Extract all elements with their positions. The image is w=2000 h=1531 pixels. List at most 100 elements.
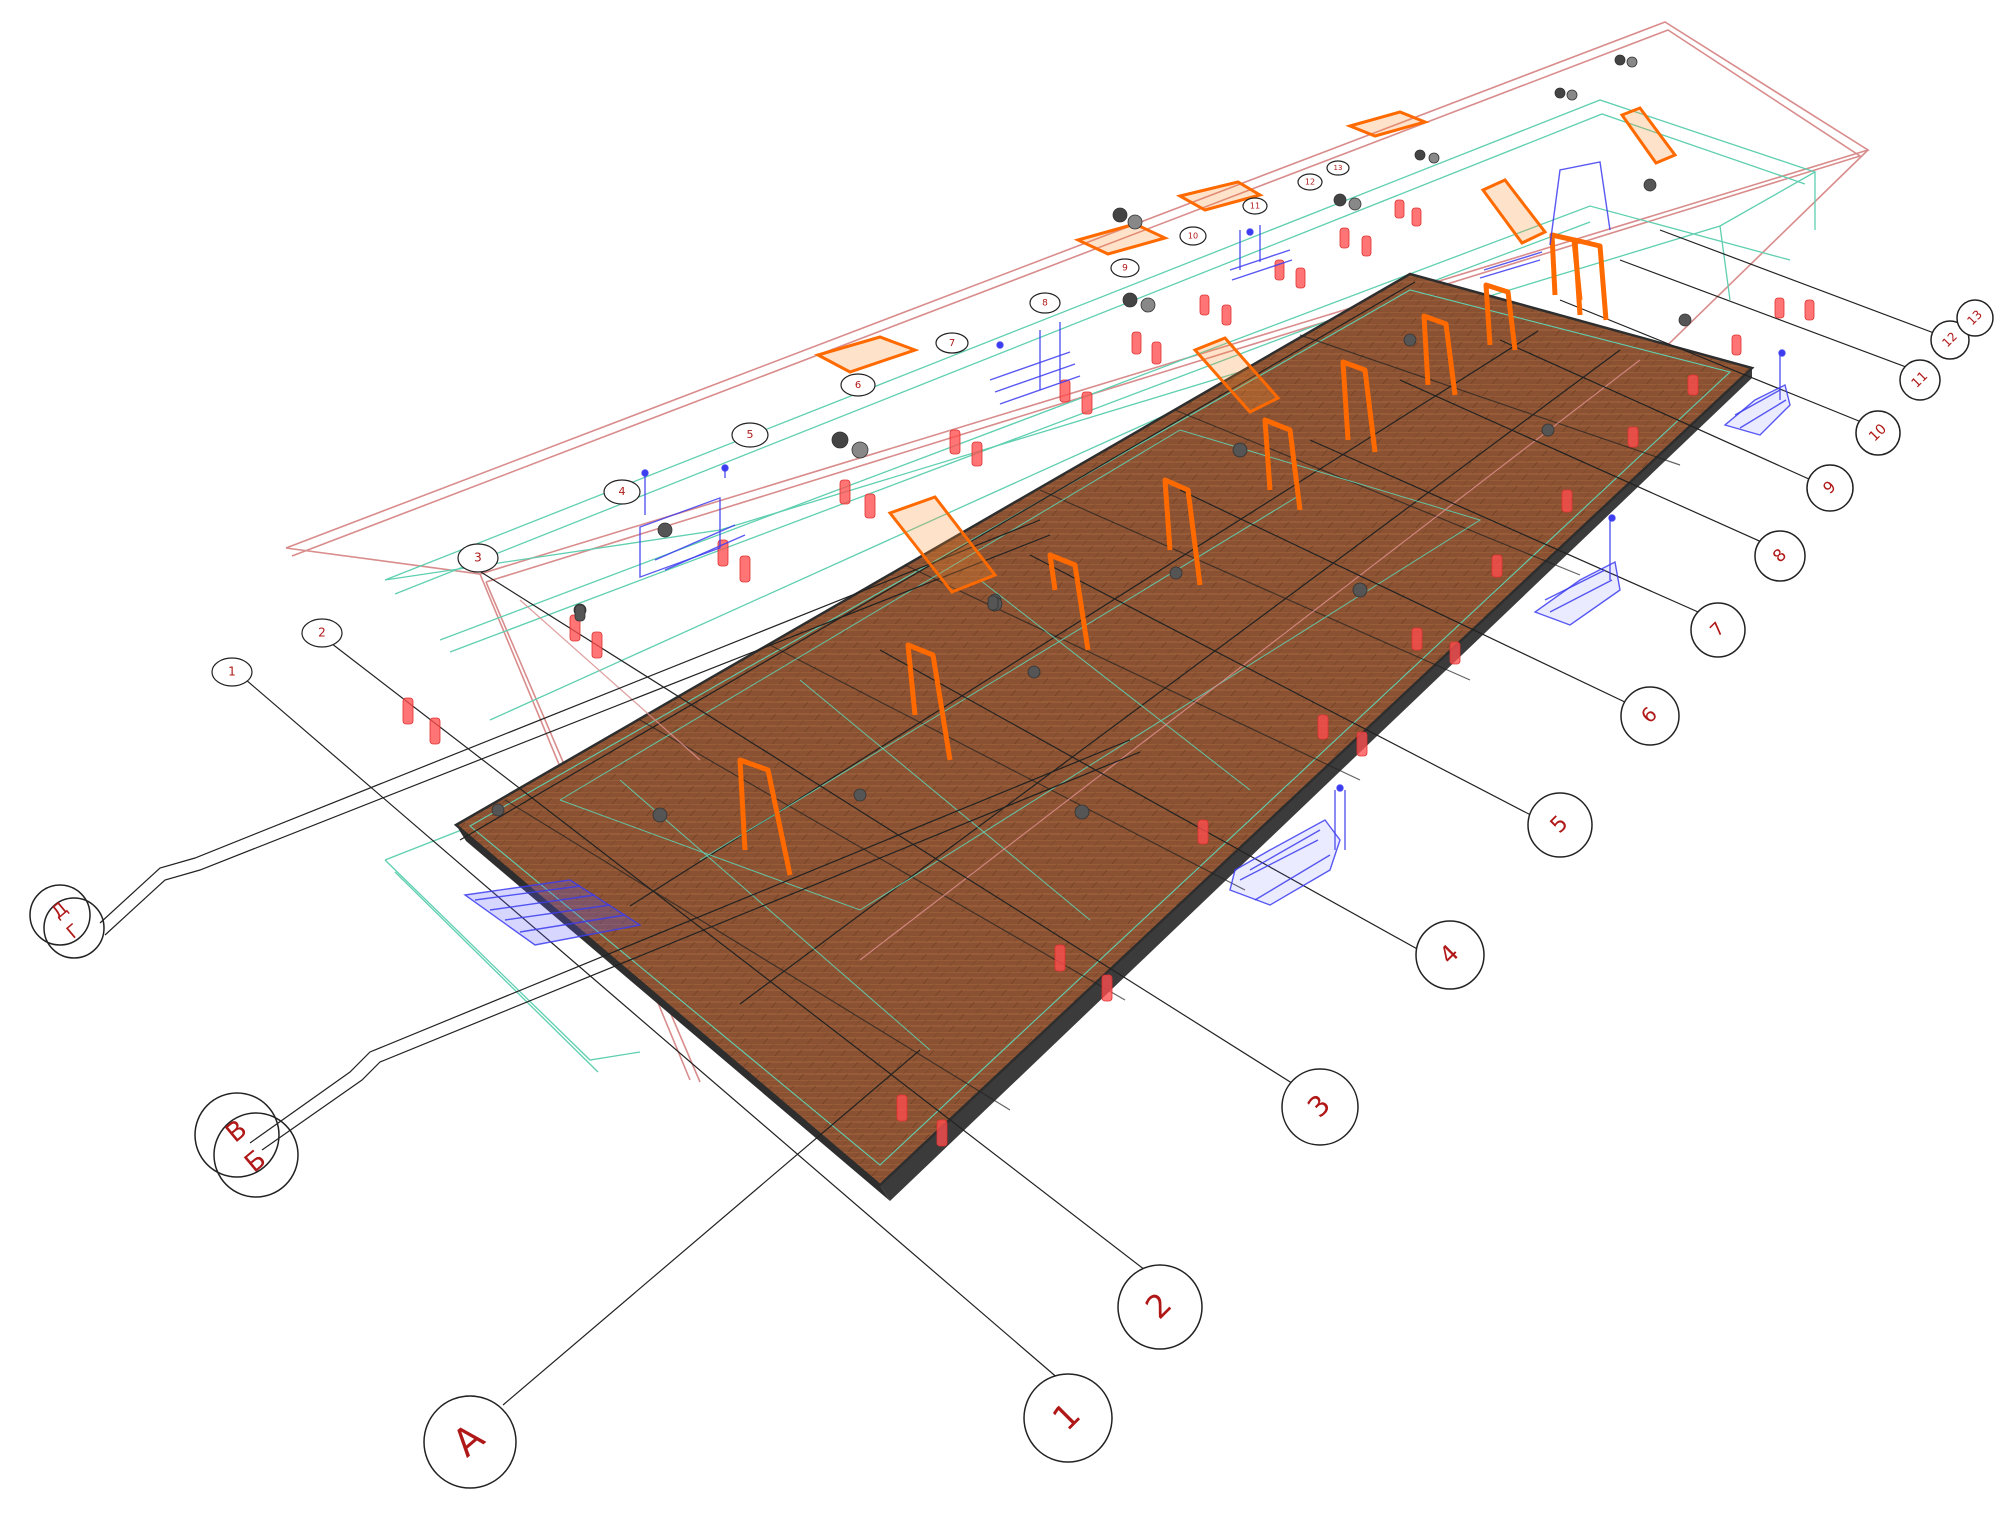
axis-bubble: Д — [29, 884, 91, 946]
fixture — [853, 788, 867, 802]
axis-bubble: 4 — [1415, 920, 1485, 990]
axis-label: 13 — [1334, 164, 1343, 172]
door-frame — [1047, 552, 1091, 651]
grid-leaders-lower — [99, 229, 1959, 1406]
fixture — [1541, 423, 1555, 437]
door-frame — [1262, 417, 1303, 511]
axis-bubble: 11 — [1242, 197, 1268, 215]
column — [1059, 379, 1071, 403]
column — [402, 697, 414, 725]
fixture — [851, 441, 869, 459]
column — [1449, 641, 1461, 665]
fixture — [1352, 582, 1368, 598]
column — [1687, 374, 1699, 396]
column — [1731, 334, 1742, 356]
grid-bubbles-letters: А Б В Г Д — [29, 884, 517, 1489]
door-frame — [1421, 313, 1458, 396]
column — [1627, 426, 1639, 448]
axis-bubble: 12 — [1297, 173, 1323, 191]
axis-bubble: 7 — [1690, 602, 1746, 658]
column — [949, 429, 961, 455]
fixture — [1428, 152, 1440, 164]
door-frame — [1572, 237, 1609, 321]
column — [739, 555, 751, 583]
axis-bubble: 3 — [457, 543, 499, 573]
columns — [402, 199, 1815, 1147]
column — [1774, 297, 1785, 319]
fixture — [1566, 89, 1578, 101]
fixture — [1348, 197, 1362, 211]
axis-label: 8 — [1042, 299, 1048, 309]
axis-bubble: 8 — [1029, 292, 1061, 314]
axis-bubble: А — [423, 1395, 517, 1489]
column — [1221, 304, 1232, 326]
axis-bubble: 1 — [1023, 1373, 1113, 1463]
fixture — [1554, 87, 1566, 99]
skylight — [1480, 178, 1548, 245]
column — [1361, 235, 1372, 257]
axis-bubble: 6 — [840, 373, 876, 397]
axis-bubble: 2 — [1117, 1264, 1203, 1350]
column — [1081, 391, 1093, 415]
column — [1561, 489, 1573, 513]
column — [1491, 554, 1503, 578]
fixture — [657, 522, 673, 538]
fixture — [652, 807, 668, 823]
column — [971, 441, 983, 467]
column — [1101, 974, 1113, 1002]
axis-label: Г — [63, 920, 85, 943]
fixture — [1112, 207, 1128, 223]
axis-label: Б — [239, 1144, 272, 1178]
axis-label: 7 — [949, 338, 955, 349]
door-frame — [1483, 282, 1518, 351]
door-frame — [737, 757, 793, 876]
column — [1394, 199, 1405, 219]
column — [839, 479, 851, 505]
skylight — [1175, 180, 1264, 212]
fixture — [831, 431, 849, 449]
column — [1151, 341, 1162, 365]
door-frames — [737, 232, 1609, 876]
column — [1199, 294, 1210, 316]
axis-bubble: 11 — [1899, 359, 1941, 401]
axis-bubble: 5 — [1527, 792, 1593, 858]
skylight — [1619, 106, 1678, 165]
axis-bubble: 8 — [1754, 530, 1806, 582]
axis-label: 6 — [855, 380, 861, 391]
fixture — [1614, 54, 1626, 66]
axis-bubble: 10 — [1179, 226, 1207, 246]
fixture — [1403, 333, 1417, 347]
fixture — [1074, 804, 1090, 820]
fixture — [987, 595, 999, 611]
axis-label: 2 — [318, 626, 326, 640]
column — [1054, 944, 1066, 972]
grid-bubbles-upper: 1 2 3 4 5 6 7 8 — [211, 160, 1350, 687]
floor-wall-lines — [559, 429, 1482, 1051]
fixture — [1643, 178, 1657, 192]
skylight — [1073, 222, 1170, 256]
door-frame — [905, 642, 953, 761]
axis-bubble: 1 — [211, 657, 253, 687]
axis-label: 3 — [474, 551, 482, 565]
axis-bubble: В — [194, 1092, 280, 1178]
axis-bubble: 2 — [301, 618, 343, 648]
axis-bubble: 5 — [731, 422, 769, 448]
stairs — [463, 161, 1791, 946]
axis-label: 1 — [228, 665, 236, 679]
column — [1197, 819, 1209, 845]
skylights — [814, 106, 1678, 594]
door-frame — [1162, 477, 1203, 586]
fixtures — [491, 54, 1692, 823]
fixture — [1333, 193, 1347, 207]
column — [1339, 227, 1350, 249]
axis-bubble: 13 — [1326, 160, 1350, 176]
column — [936, 1119, 948, 1147]
stair-block — [1229, 225, 1293, 281]
column — [1356, 731, 1368, 757]
fixture — [1232, 442, 1248, 458]
grid-bubbles-lower: 1 2 3 4 5 6 7 8 — [1023, 299, 1994, 1463]
axis-bubble: 13 — [1956, 299, 1994, 337]
column — [429, 717, 441, 745]
fixture — [1626, 56, 1638, 68]
axis-label: 11 — [1250, 202, 1260, 211]
